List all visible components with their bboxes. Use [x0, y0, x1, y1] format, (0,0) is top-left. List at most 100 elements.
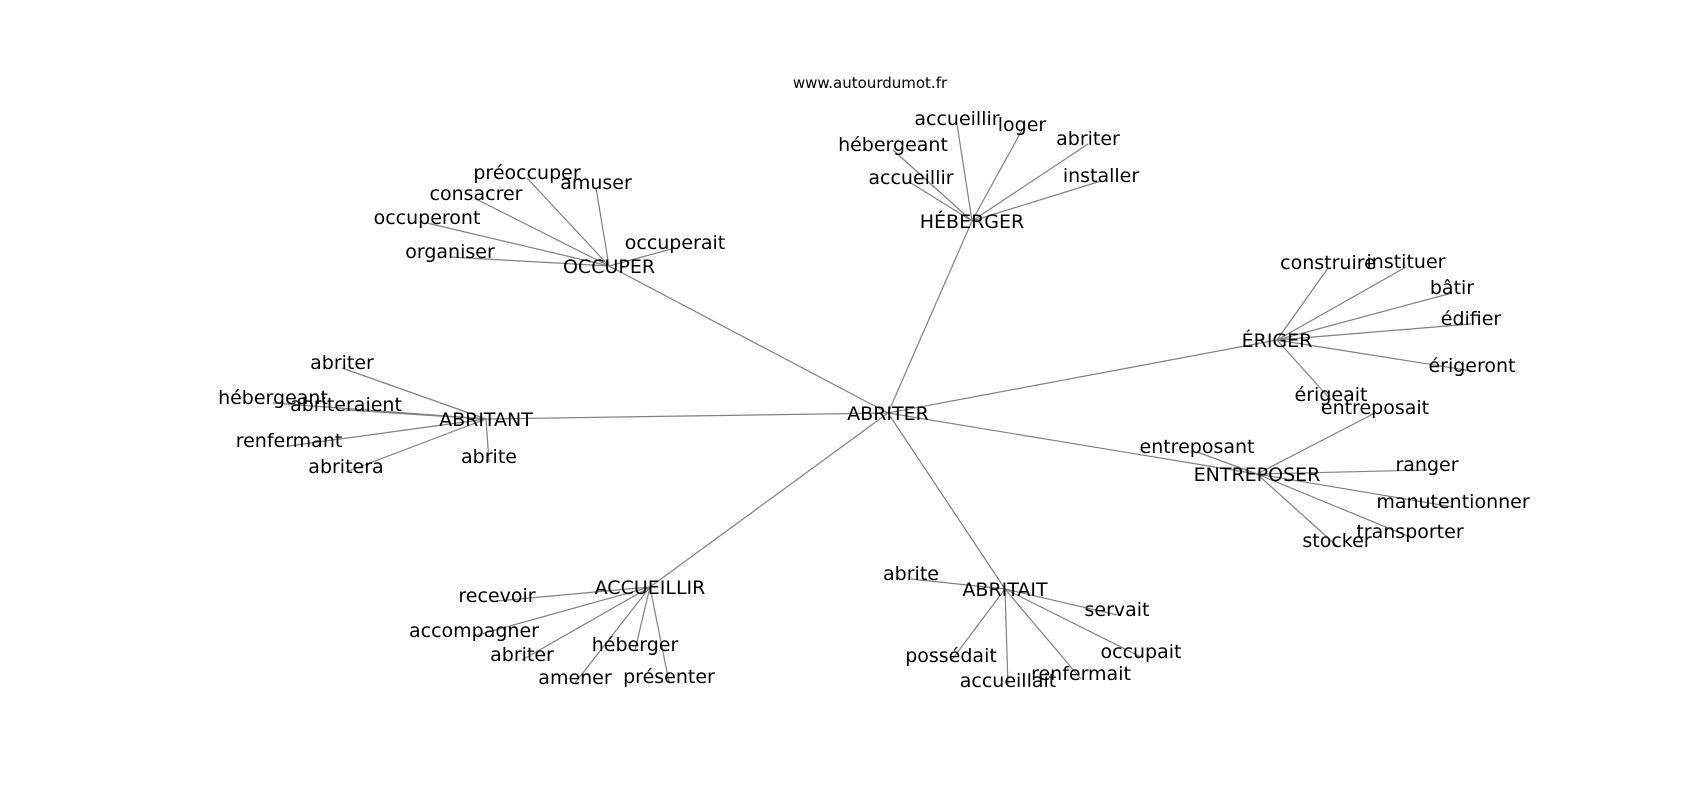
leaf-node-abritait-4[interactable]: renfermait	[1031, 663, 1131, 685]
leaf-node-eriger-1[interactable]: instituer	[1367, 251, 1446, 273]
edge-abritant-leaf-2	[345, 409, 487, 420]
edge-root-accueillir	[649, 412, 889, 588]
leaf-node-entreposer-2[interactable]: ranger	[1395, 454, 1458, 476]
leaf-node-eriger-3[interactable]: édifier	[1441, 308, 1502, 330]
edge-abritait-leaf-2	[1004, 588, 1142, 658]
leaf-node-occuper-4[interactable]: occuperait	[625, 232, 726, 254]
leaf-node-accueillir-4[interactable]: amener	[538, 667, 612, 689]
leaf-node-heberger-4[interactable]: accueillir	[868, 167, 953, 189]
edge-eriger-leaf-0	[1276, 267, 1329, 341]
hub-node-abritait[interactable]: ABRITAIT	[962, 579, 1048, 601]
leaf-node-abritant-0[interactable]: abriter	[310, 352, 374, 374]
hub-node-eriger[interactable]: ÉRIGER	[1242, 329, 1313, 352]
edges-layer	[272, 123, 1473, 687]
edge-occuper-leaf-2	[475, 198, 610, 267]
edge-accueillir-leaf-1	[473, 586, 651, 637]
edge-eriger-leaf-4	[1276, 339, 1473, 372]
edge-heberger-leaf-1	[971, 129, 1023, 222]
edge-root-abritant	[485, 412, 889, 420]
leaf-node-abritant-5[interactable]: abrite	[461, 446, 517, 468]
edge-eriger-leaf-3	[1276, 323, 1472, 341]
leaf-node-accueillir-0[interactable]: recevoir	[458, 585, 535, 607]
leaf-node-entreposer-4[interactable]: transporter	[1356, 521, 1463, 543]
leaf-node-heberger-0[interactable]: accueillir	[914, 108, 999, 130]
hub-node-heberger[interactable]: HÉBERGER	[920, 210, 1024, 233]
leaf-node-eriger-4[interactable]: érigeront	[1428, 355, 1515, 377]
edge-accueillir-leaf-2	[521, 586, 651, 661]
edge-heberger-leaf-3	[971, 143, 1089, 222]
leaf-node-occuper-3[interactable]: occuperont	[374, 207, 481, 229]
labels-layer: www.autourdumot.fr ABRITER accueillirlog…	[218, 74, 1530, 692]
edge-entreposer-leaf-5	[1256, 473, 1338, 547]
hub-node-occuper[interactable]: OCCUPER	[563, 256, 655, 278]
hub-node-accueillir[interactable]: ACCUEILLIR	[595, 577, 706, 599]
root-node-abriter[interactable]: ABRITER	[847, 403, 929, 425]
leaf-node-occuper-5[interactable]: organiser	[405, 241, 495, 263]
leaf-node-heberger-1[interactable]: loger	[998, 114, 1047, 136]
edge-accueillir-leaf-0	[496, 586, 651, 602]
hub-node-abritant[interactable]: ABRITANT	[439, 409, 533, 431]
edge-accueillir-leaf-4	[574, 586, 651, 684]
edge-accueillir-leaf-5	[649, 586, 670, 683]
edge-root-occuper	[608, 265, 889, 414]
edge-root-eriger	[887, 339, 1278, 414]
edge-abritant-leaf-4	[345, 418, 487, 473]
edge-accueillir-leaf-3	[634, 586, 651, 651]
edge-heberger-leaf-5	[971, 180, 1102, 222]
leaf-node-heberger-2[interactable]: hébergeant	[838, 134, 948, 156]
leaf-node-accueillir-2[interactable]: abriter	[490, 644, 554, 666]
leaf-node-entreposer-5[interactable]: stocker	[1302, 530, 1371, 552]
edge-entreposer-leaf-3	[1256, 473, 1454, 508]
leaf-node-accueillir-5[interactable]: présenter	[623, 666, 715, 688]
leaf-node-occuper-1[interactable]: amuser	[560, 172, 632, 194]
edge-occuper-leaf-3	[426, 222, 610, 267]
edge-abritait-leaf-4	[1004, 588, 1082, 680]
leaf-node-abritait-2[interactable]: occupait	[1101, 641, 1182, 663]
edge-abritait-leaf-0	[910, 578, 1006, 590]
edge-heberger-leaf-4	[910, 182, 973, 222]
leaf-node-eriger-0[interactable]: construire	[1280, 252, 1376, 274]
edge-abritait-leaf-3	[950, 588, 1006, 662]
edge-heberger-leaf-2	[892, 149, 973, 222]
edge-abritant-leaf-3	[288, 418, 487, 447]
edge-occuper-leaf-0	[526, 177, 610, 267]
edge-root-entreposer	[887, 412, 1258, 475]
edge-occuper-leaf-5	[449, 256, 610, 267]
source-watermark: www.autourdumot.fr	[793, 74, 948, 92]
leaf-node-abritant-2[interactable]: abriteraient	[290, 394, 402, 416]
leaf-node-abritait-1[interactable]: servait	[1084, 599, 1149, 621]
edge-abritant-leaf-5	[485, 418, 490, 463]
edge-abritait-leaf-1	[1004, 588, 1118, 616]
leaf-node-entreposer-0[interactable]: entreposait	[1321, 397, 1429, 419]
edge-entreposer-leaf-2	[1256, 469, 1428, 475]
leaf-node-eriger-2[interactable]: bâtir	[1430, 277, 1474, 299]
edge-abritant-leaf-0	[341, 367, 487, 420]
edge-entreposer-leaf-1	[1196, 451, 1258, 475]
leaf-node-occuper-0[interactable]: préoccuper	[473, 162, 580, 184]
leaf-node-abritait-5[interactable]: accueillait	[960, 670, 1056, 692]
edge-eriger-leaf-5	[1276, 339, 1332, 401]
leaf-node-heberger-3[interactable]: abriter	[1056, 128, 1120, 150]
leaf-node-occuper-2[interactable]: consacrer	[430, 183, 523, 205]
edge-heberger-leaf-0	[956, 123, 973, 222]
leaf-node-eriger-5[interactable]: érigeait	[1295, 384, 1368, 406]
leaf-node-abritant-1[interactable]: hébergeant	[218, 387, 328, 409]
edge-abritait-leaf-5	[1004, 588, 1009, 687]
hub-node-entreposer[interactable]: ENTREPOSER	[1194, 464, 1321, 486]
leaf-node-heberger-5[interactable]: installer	[1063, 165, 1140, 187]
edge-root-heberger	[887, 220, 973, 414]
leaf-node-abritait-0[interactable]: abrite	[883, 563, 939, 585]
leaf-node-accueillir-3[interactable]: héberger	[592, 634, 679, 656]
edge-root-abritait	[887, 412, 1006, 590]
edge-eriger-leaf-1	[1276, 266, 1407, 341]
leaf-node-entreposer-3[interactable]: manutentionner	[1376, 491, 1530, 513]
leaf-node-abritait-3[interactable]: possédait	[905, 645, 997, 667]
edge-entreposer-leaf-0	[1256, 412, 1376, 475]
leaf-node-abritant-3[interactable]: renfermant	[236, 430, 343, 452]
edge-eriger-leaf-2	[1276, 292, 1453, 341]
leaf-node-entreposer-1[interactable]: entreposant	[1140, 436, 1255, 458]
leaf-node-accueillir-1[interactable]: accompagner	[409, 620, 539, 642]
leaf-node-abritant-4[interactable]: abritera	[308, 456, 383, 478]
edge-entreposer-leaf-4	[1256, 473, 1411, 538]
